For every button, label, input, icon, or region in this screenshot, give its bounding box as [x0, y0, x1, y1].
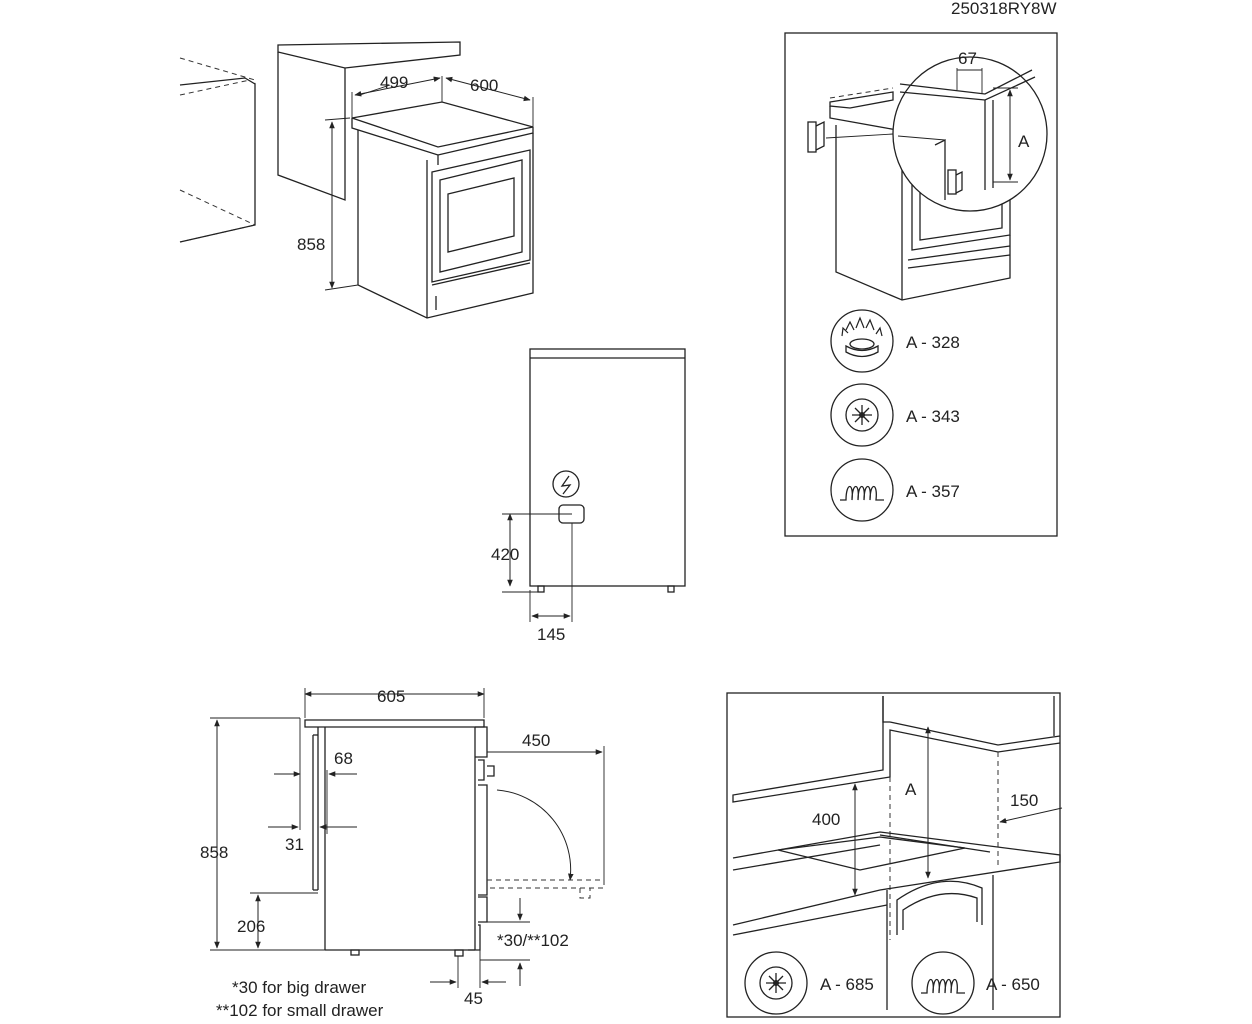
coil-heater-icon — [830, 458, 894, 522]
dim-a-bottom: A — [905, 780, 917, 799]
dim-499: 499 — [380, 73, 408, 92]
dim-605: 605 — [377, 687, 405, 706]
product-code: 250318RY8W — [951, 0, 1057, 18]
note-big-drawer: *30 for big drawer — [232, 978, 367, 997]
label-a-343: A - 343 — [906, 407, 960, 426]
dim-68: 68 — [334, 749, 353, 768]
dim-150: 150 — [1010, 791, 1038, 810]
fan-icon — [830, 383, 894, 447]
gas-burner-icon — [830, 309, 894, 373]
fan-icon — [744, 951, 808, 1015]
dim-858-top: 858 — [297, 235, 325, 254]
label-a-357: A - 357 — [906, 482, 960, 501]
dim-67: 67 — [958, 49, 977, 68]
dim-145: 145 — [537, 625, 565, 644]
side-view: 420 145 — [491, 348, 686, 644]
dim-a-top: A — [1018, 132, 1030, 151]
note-small-drawer: **102 for small drawer — [216, 1001, 384, 1020]
dim-drawer: *30/**102 — [497, 931, 569, 950]
label-a-685: A - 685 — [820, 975, 874, 994]
dim-450: 450 — [522, 731, 550, 750]
dim-206: 206 — [237, 917, 265, 936]
dim-400: 400 — [812, 810, 840, 829]
dim-420: 420 — [491, 545, 519, 564]
electric-connection-icon — [552, 470, 580, 498]
right-bottom-panel: 400 A 150 A - 685 A - 650 — [726, 692, 1063, 1018]
dim-858-bottom: 858 — [200, 843, 228, 862]
isometric-view: 499 600 858 — [179, 41, 534, 319]
dim-31: 31 — [285, 835, 304, 854]
dim-45: 45 — [464, 989, 483, 1008]
dim-600: 600 — [470, 76, 498, 95]
label-a-328: A - 328 — [906, 333, 960, 352]
right-top-panel: 67 A A - 328 A - 343 A - 357 — [784, 32, 1058, 537]
coil-heater-icon — [911, 951, 975, 1015]
profile-view: 605 450 68 31 858 206 *30/**102 45 *30 f… — [200, 687, 605, 1020]
label-a-650: A - 650 — [986, 975, 1040, 994]
